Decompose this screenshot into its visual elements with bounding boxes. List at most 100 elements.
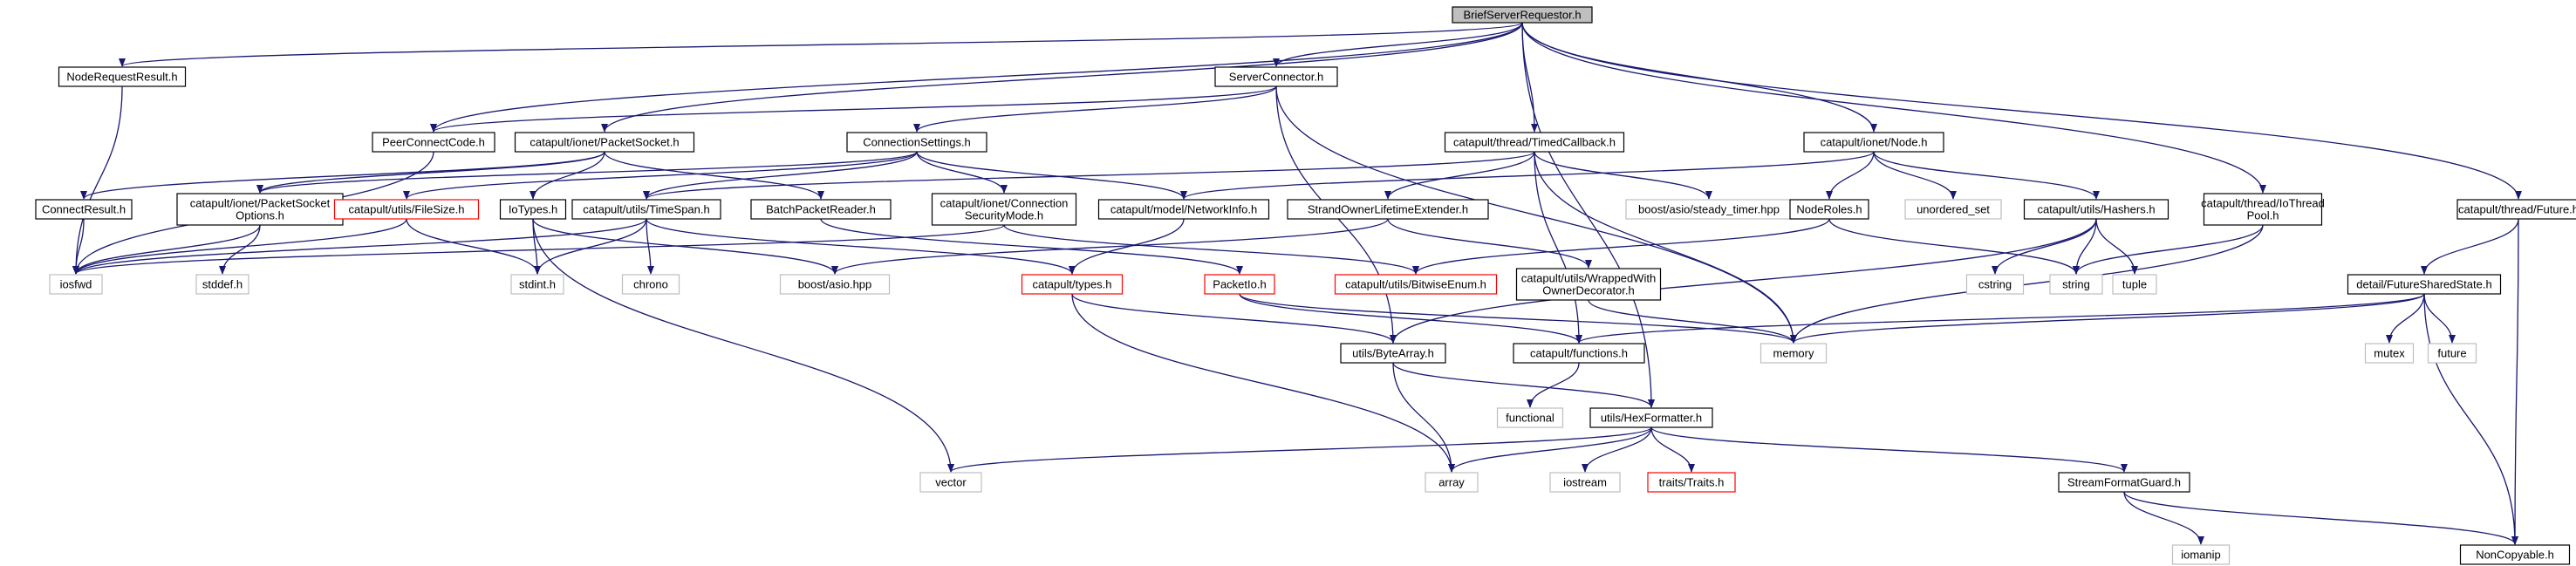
edge-node-to-hashers (1873, 151, 2100, 200)
node-label: OwnerDecorator.h (1542, 284, 1635, 297)
node-label: catapult/utils/BitwiseEnum.h (1345, 278, 1486, 291)
edge-iothreadpool-to-string (2073, 224, 2264, 275)
edge-types-to-array (1071, 293, 1455, 473)
node-label: IoTypes.h (509, 203, 557, 216)
node-iotypes[interactable]: IoTypes.h (499, 199, 567, 220)
edge-root-to-future (1521, 22, 2522, 200)
node-packetio[interactable]: PacketIo.h (1204, 274, 1275, 295)
node-functions[interactable]: catapult/functions.h (1513, 343, 1645, 364)
node-batchpacketreader[interactable]: BatchPacketReader.h (750, 199, 892, 220)
node-box (2459, 544, 2571, 565)
node-label: memory (1773, 347, 1814, 360)
node-peerconnectcode[interactable]: PeerConnectCode.h (372, 132, 495, 153)
node-box (2364, 343, 2415, 364)
node-box (1549, 472, 1621, 493)
edge-packetio-to-memory (1239, 293, 1797, 344)
edge-futuresharedstate-to-functions (1575, 293, 2425, 344)
node-noderoles[interactable]: NodeRoles.h (1789, 199, 1869, 220)
node-bytearray[interactable]: utils/ByteArray.h (1340, 343, 1446, 364)
node-cstring: cstring (1965, 274, 2025, 295)
node-label: PeerConnectCode.h (382, 136, 485, 149)
node-serverconnector[interactable]: ServerConnector.h (1214, 66, 1338, 87)
node-label: NodeRequestResult.h (66, 71, 177, 84)
edge-hexformatter-to-traits (1650, 426, 1695, 473)
edge-types-to-bytearray (1071, 293, 1397, 344)
node-connectionsettings[interactable]: ConnectionSettings.h (846, 132, 987, 153)
node-box (35, 199, 133, 220)
node-strandowner[interactable]: StrandOwnerLifetimeExtender.h (1287, 199, 1489, 220)
edge-packetsocket-to-packetsocketoptions (256, 151, 605, 194)
node-vector: vector (919, 472, 982, 493)
node-label: BatchPacketReader.h (766, 203, 876, 216)
node-box (1515, 268, 1662, 301)
edge-future-to-futuresharedstate (2421, 218, 2519, 275)
node-node[interactable]: catapult/ionet/Node.h (1803, 132, 1944, 153)
node-stddef: stddef.h (195, 274, 249, 295)
edge-connectionsettings-to-securitymode (916, 151, 1008, 194)
edge-node-to-unorderedset (1873, 151, 1957, 200)
node-box (2112, 274, 2157, 295)
edge-timespan-to-iosfwd (72, 218, 647, 275)
node-box (750, 199, 892, 220)
edge-layer (72, 22, 2522, 545)
node-networkinfo[interactable]: catapult/model/NetworkInfo.h (1097, 199, 1270, 220)
node-box (499, 199, 567, 220)
node-label: boost/asio.hpp (798, 278, 872, 291)
node-box (621, 274, 680, 295)
node-label: detail/FutureSharedState.h (2356, 278, 2491, 291)
node-noncopyable[interactable]: NonCopyable.h (2459, 544, 2571, 565)
node-label: catapult/ionet/PacketSocket.h (530, 136, 679, 149)
node-filesize[interactable]: catapult/utils/FileSize.h (333, 199, 480, 220)
edge-hashers-to-bytearray (1390, 218, 2097, 344)
edge-packetsocketoptions-to-stddef (219, 224, 261, 275)
edge-timedcallback-to-timespan (643, 151, 1535, 200)
node-noderequestresult[interactable]: NodeRequestResult.h (58, 66, 187, 87)
node-label: ServerConnector.h (1229, 71, 1323, 84)
node-timespan[interactable]: catapult/utils/TimeSpan.h (571, 199, 721, 220)
edge-packetsocket-to-connectresult (80, 151, 605, 200)
node-stdint: stdint.h (510, 274, 564, 295)
node-iostream: iostream (1549, 472, 1621, 493)
node-box (1214, 66, 1338, 87)
node-streamformatguard[interactable]: StreamFormatGuard.h (2058, 472, 2190, 493)
node-connectresult[interactable]: ConnectResult.h (35, 199, 133, 220)
edge-filesize-to-stdint (406, 218, 541, 275)
edge-networkinfo-to-types (1069, 218, 1185, 275)
node-root[interactable]: BriefServerRequestor.h (1452, 6, 1593, 24)
node-traits[interactable]: traits/Traits.h (1647, 472, 1736, 493)
node-hexformatter[interactable]: utils/HexFormatter.h (1589, 407, 1713, 428)
node-label: catapult/thread/IoThread (2201, 197, 2325, 210)
node-box (333, 199, 480, 220)
node-label: boost/asio/steady_timer.hpp (1638, 203, 1780, 216)
edge-timedcallback-to-functions (1534, 151, 1582, 344)
node-packetsocket[interactable]: catapult/ionet/PacketSocket.h (514, 132, 695, 153)
node-chrono: chrono (621, 274, 680, 295)
edge-hashers-to-cstring (1992, 218, 2097, 275)
node-future[interactable]: catapult/thread/Future.h (2456, 199, 2576, 220)
node-futuresharedstate[interactable]: detail/FutureSharedState.h (2347, 274, 2502, 295)
node-label: ConnectResult.h (42, 203, 126, 216)
node-bitwiseenum[interactable]: catapult/utils/BitwiseEnum.h (1334, 274, 1498, 295)
node-box (176, 193, 344, 226)
node-box (1789, 199, 1869, 220)
node-label: catapult/utils/FileSize.h (349, 203, 465, 216)
node-types[interactable]: catapult/types.h (1021, 274, 1124, 295)
node-box (1340, 343, 1446, 364)
edge-noderoles-to-string (1828, 218, 2080, 275)
edge-node-to-networkinfo (1180, 151, 1875, 200)
node-wrappedowner[interactable]: catapult/utils/WrappedWithOwnerDecorator… (1515, 268, 1662, 301)
edge-futuresharedstate-to-futurelib (2423, 293, 2456, 344)
edge-connectionsettings-to-timespan (643, 151, 918, 200)
edge-iotypes-to-boostasio (532, 218, 838, 275)
node-hashers[interactable]: catapult/utils/Hashers.h (2023, 199, 2169, 220)
node-box (1452, 6, 1593, 24)
node-box (2058, 472, 2190, 493)
edge-hexformatter-to-vector (947, 426, 1652, 473)
node-timedcallback[interactable]: catapult/thread/TimedCallback.h (1444, 132, 1625, 153)
node-label: future (2437, 347, 2466, 360)
edge-root-to-serverconnector (1273, 22, 1523, 67)
node-box (1647, 472, 1736, 493)
